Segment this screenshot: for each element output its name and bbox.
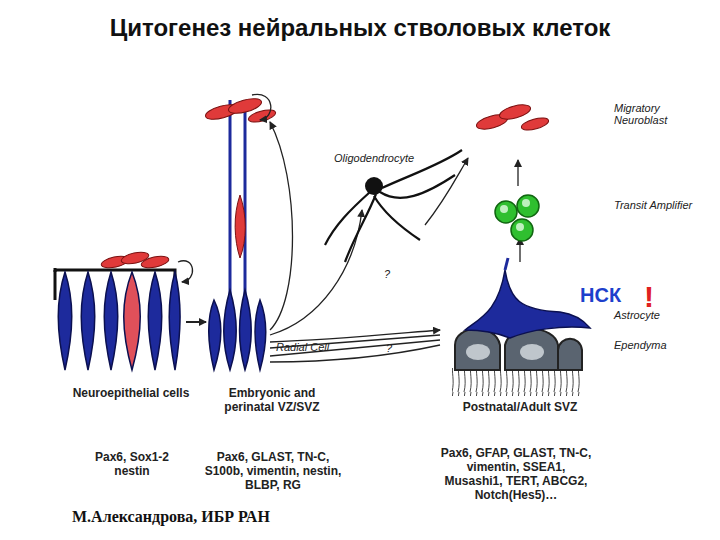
marker-list: Pax6, GLAST, TN-C, S100b, vimentin, nest… [198,450,348,492]
cell-label: Ependyma [614,339,694,351]
cell-label: Oligodendrocyte [334,152,434,164]
cell-label: Radial Cell [276,341,356,353]
exclamation-mark: ! [644,280,664,314]
cell-label: Transit Amplifier [614,199,694,211]
stem-cell-label: НСК [580,284,630,307]
question-mark: ? [386,342,400,354]
cell-label: Migratory Neuroblast [614,102,704,126]
stage-label: Embryonic and perinatal VZ/SVZ [202,386,342,414]
author-credit: М.Александрова, ИБР РАН [72,508,332,526]
slide-title: Цитогенез нейральных стволовых клеток [0,14,720,42]
stage-label: Neuroepithelial cells [72,386,190,400]
marker-list: Pax6, Sox1-2 nestin [82,450,182,478]
question-mark: ? [384,268,398,280]
marker-list: Pax6, GFAP, GLAST, TN-C, vimentin, SSEA1… [436,446,596,502]
cell-label: Astrocyte [614,309,694,321]
stage-label: Postnatal/Adult SVZ [440,400,600,414]
